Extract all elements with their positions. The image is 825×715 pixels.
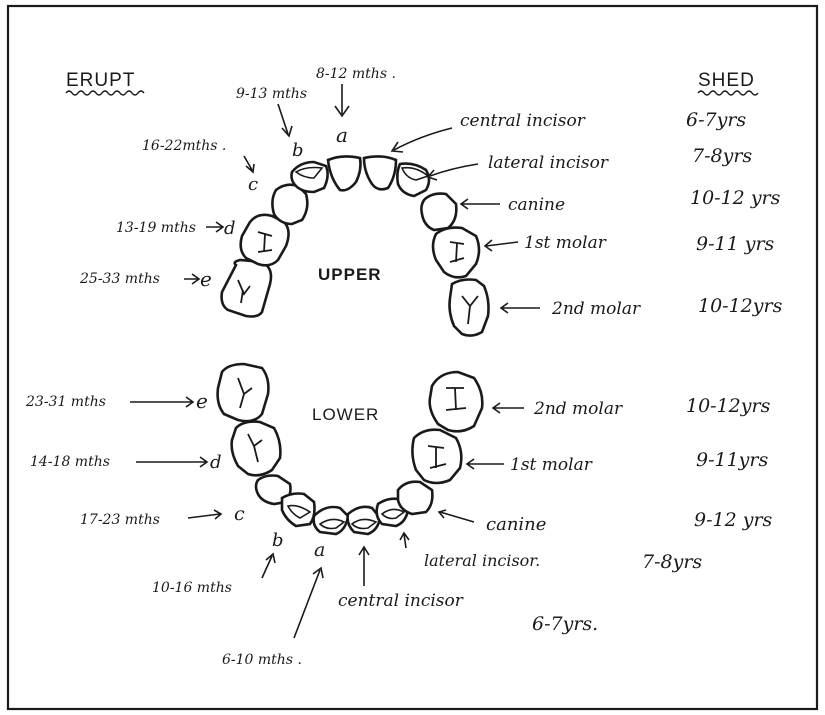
lower-erupt-age-e: 23-31 mths: [25, 394, 106, 410]
lower-erupt-age-c: 17-23 mths: [80, 512, 160, 528]
upper-shed-lateral-incisor: 7-8yrs: [692, 145, 752, 167]
upper-right-2nd-molar-root: [461, 295, 479, 325]
upper-erupt-age-b: 9-13 mths: [236, 86, 307, 102]
upper-left-lateral-incisor-edge: [294, 166, 324, 179]
lower-erupt-letter-e: e: [196, 389, 208, 413]
lower-erupt-letter-d: d: [210, 452, 222, 473]
lower-name-canine: canine: [486, 514, 546, 535]
upper-arrow-1st-molar: [483, 239, 519, 252]
erupt-heading: ERUPT: [66, 70, 135, 91]
upper-arrow-lateral-incisor: [426, 163, 479, 181]
upper-erupt-age-d: 13-19 mths: [116, 220, 196, 236]
upper-erupt-letter-d: d: [224, 218, 236, 239]
lower-arrow-lateral-incisor: [399, 531, 410, 549]
lower-left-2nd-molar-root: [237, 377, 253, 409]
lower-erupt-arrow-b: [261, 552, 276, 579]
upper-left-2nd-molar-tooth: [220, 258, 273, 318]
lower-erupt-age-b: 10-16 mths: [152, 580, 232, 596]
upper-erupt-arrow-d: [206, 221, 225, 233]
upper-name-canine: canine: [508, 195, 565, 215]
upper-name-2nd-molar: 2nd molar: [551, 299, 641, 319]
lower-left-1st-molar-tooth: [230, 420, 282, 477]
upper-erupt-letter-c: c: [248, 174, 258, 195]
lower-arrow-1st-molar: [465, 458, 504, 470]
lower-erupt-age-a: 6-10 mths .: [222, 652, 302, 668]
upper-left-2nd-molar-root: [237, 279, 251, 304]
lower-shed-2nd-molar: 10-12yrs: [686, 395, 771, 417]
upper-arrow-2nd-molar: [499, 302, 540, 314]
upper-name-1st-molar: 1st molar: [524, 233, 607, 253]
lower-shed-1st-molar: 9-11yrs: [696, 449, 769, 471]
lower-name-central-incisor: central incisor: [338, 591, 464, 611]
upper-erupt-age-a: 8-12 mths .: [316, 66, 396, 82]
upper-left-central-incisor-tooth: [326, 155, 362, 192]
upper-erupt-letter-b: b: [292, 140, 304, 161]
lower-left-1st-molar-root: [247, 433, 263, 463]
lower-erupt-arrow-e: [130, 396, 195, 408]
lower-erupt-arrow-c: [187, 509, 223, 520]
upper-tooth-labels: central incisor 6-7yrs lateral incisor 7…: [390, 109, 783, 319]
upper-right-lateral-incisor-edge: [400, 166, 430, 181]
lower-arrow-central-incisor: [358, 545, 370, 586]
upper-erupt-arrow-e: [184, 273, 201, 285]
lower-shed-canine: 9-12 yrs: [694, 509, 773, 531]
lower-right-central-incisor-edge: [350, 518, 378, 530]
lower-name-2nd-molar: 2nd molar: [533, 399, 623, 419]
lower-right-lateral-incisor-edge: [380, 508, 406, 520]
frame-border: [6, 4, 819, 711]
shed-heading: SHED: [698, 70, 755, 91]
upper-right-central-incisor-tooth: [362, 155, 398, 191]
upper-right-canine-tooth: [420, 192, 458, 232]
shed-underline: [697, 90, 759, 96]
lower-right-1st-molar-root: [427, 445, 447, 469]
upper-erupt-arrow-c: [243, 155, 255, 174]
lower-name-lateral-incisor: lateral incisor.: [424, 551, 540, 570]
upper-arch: [220, 155, 490, 337]
lower-erupt-arrow-d: [136, 456, 209, 468]
lower-left-lateral-incisor-edge: [286, 504, 312, 519]
lower-shed-lateral-incisor: 7-8yrs: [642, 551, 702, 573]
upper-erupt-labels: 8-12 mths . a 9-13 mths b 16-22mths . c …: [79, 66, 396, 291]
upper-name-lateral-incisor: lateral incisor: [488, 153, 609, 173]
lower-left-central-incisor-edge: [318, 518, 346, 530]
lower-tooth-labels: 2nd molar 10-12yrs 1st molar 9-11yrs can…: [338, 395, 773, 635]
lower-erupt-age-d: 14-18 mths: [30, 454, 110, 470]
erupt-underline: [65, 90, 145, 96]
lower-erupt-letter-c: c: [234, 503, 245, 525]
lower-erupt-letter-a: a: [314, 539, 325, 561]
upper-arrow-central-incisor: [390, 127, 453, 153]
upper-left-canine-tooth: [271, 183, 309, 226]
upper-erupt-arrow-a: [334, 84, 350, 118]
upper-shed-canine: 10-12 yrs: [690, 187, 781, 209]
upper-shed-1st-molar: 9-11 yrs: [696, 233, 775, 255]
upper-erupt-letter-a: a: [336, 123, 348, 147]
upper-erupt-arrow-b: [277, 103, 293, 138]
lower-arch: [216, 362, 484, 536]
lower-arrow-canine: [437, 509, 475, 523]
lower-arch-label: LOWER: [312, 405, 379, 424]
upper-arch-label: UPPER: [318, 265, 382, 284]
upper-shed-2nd-molar: 10-12yrs: [698, 295, 783, 317]
upper-shed-central-incisor: 6-7yrs: [686, 109, 746, 131]
upper-erupt-age-c: 16-22mths .: [142, 138, 226, 154]
upper-erupt-age-e: 25-33 mths: [79, 271, 160, 287]
upper-left-1st-molar-root: [257, 231, 273, 253]
upper-name-central-incisor: central incisor: [460, 111, 586, 131]
lower-name-1st-molar: 1st molar: [510, 455, 593, 475]
lower-shed-central-incisor: 6-7yrs.: [532, 613, 598, 635]
upper-arrow-canine: [459, 198, 500, 210]
lower-erupt-letter-b: b: [272, 530, 284, 551]
upper-erupt-letter-e: e: [200, 267, 212, 291]
lower-arrow-2nd-molar: [491, 402, 524, 414]
lower-erupt-labels: 23-31 mths e 14-18 mths d 17-23 mths c b…: [25, 389, 325, 668]
lower-right-canine-tooth: [396, 480, 434, 516]
lower-erupt-arrow-a: [293, 566, 324, 639]
lower-right-2nd-molar-root: [445, 387, 467, 411]
upper-right-1st-molar-root: [449, 241, 465, 263]
